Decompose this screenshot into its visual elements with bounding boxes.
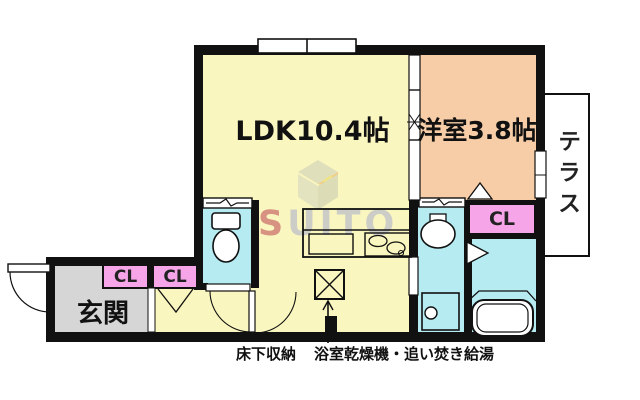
- terrace: テラス: [543, 93, 590, 257]
- washbasin-icon: [420, 213, 456, 249]
- watermark-text: SUITO: [258, 204, 398, 244]
- entrance-label: 玄関: [76, 299, 129, 329]
- closet-entrance: CL: [102, 264, 149, 289]
- wall-bath-divider: [464, 200, 472, 332]
- ldk-door-icon: [248, 290, 297, 334]
- watermark-rest: UITO: [287, 204, 399, 244]
- underfloor-storage-note: 床下収納: [236, 345, 297, 363]
- entrance-step-icon: [147, 287, 156, 333]
- closet-western-label: CL: [488, 208, 516, 230]
- front-door-icon: [7, 263, 51, 313]
- wall-washroom-left-upper: [409, 200, 418, 257]
- western-room-label: 洋室3.8帖: [417, 116, 537, 145]
- toilet-door-icon: [205, 283, 252, 333]
- hall-closet-door-icon: [157, 288, 194, 314]
- window-washroom-icon: [418, 197, 466, 208]
- wall-top: [194, 45, 545, 55]
- ldk-label: LDK10.4帖: [235, 116, 390, 147]
- stove-burners-icon: [368, 234, 406, 257]
- sliding-door-partition-icon: [407, 54, 422, 201]
- washroom-door-icon: [408, 256, 419, 296]
- window-top-icon: [257, 38, 357, 54]
- wall-left: [194, 45, 203, 288]
- closet-hall: CL: [152, 264, 198, 289]
- terrace-label: テラス: [553, 128, 580, 222]
- kitchen-counter-icon: [302, 208, 412, 258]
- bathroom-door-icon: [466, 240, 490, 266]
- toilet-icon: [211, 212, 241, 263]
- western-room-area: [420, 55, 536, 200]
- wall-closet-bath-divider: [464, 233, 545, 239]
- wall-entrance-left: [46, 257, 55, 342]
- western-closet-door-icon: [466, 181, 494, 200]
- wall-entrance-top: [46, 257, 203, 266]
- terrace-door-icon: [534, 150, 547, 199]
- wall-closet-divider: [148, 264, 155, 288]
- closet-hall-label: CL: [163, 266, 187, 287]
- wall-toilet-bottom-stub: [194, 283, 208, 290]
- closet-western: CL: [468, 203, 536, 235]
- bath-equipment-note: 浴室乾燥機・追い焚き給湯: [314, 345, 495, 363]
- storage-arrow-icon: [322, 299, 334, 343]
- wall-toilet-right: [251, 200, 259, 288]
- watermark-first-letter: S: [258, 204, 288, 244]
- closet-entrance-label: CL: [113, 266, 138, 287]
- bathtub-icon: [467, 290, 537, 337]
- wall-bottom: [46, 332, 545, 342]
- window-toilet-icon: [202, 197, 253, 209]
- washing-machine-pan-icon: [421, 292, 460, 331]
- kitchen-sink-icon: [308, 233, 354, 255]
- underfloor-storage-icon: [314, 269, 345, 300]
- wall-washroom-left-lower: [409, 295, 418, 332]
